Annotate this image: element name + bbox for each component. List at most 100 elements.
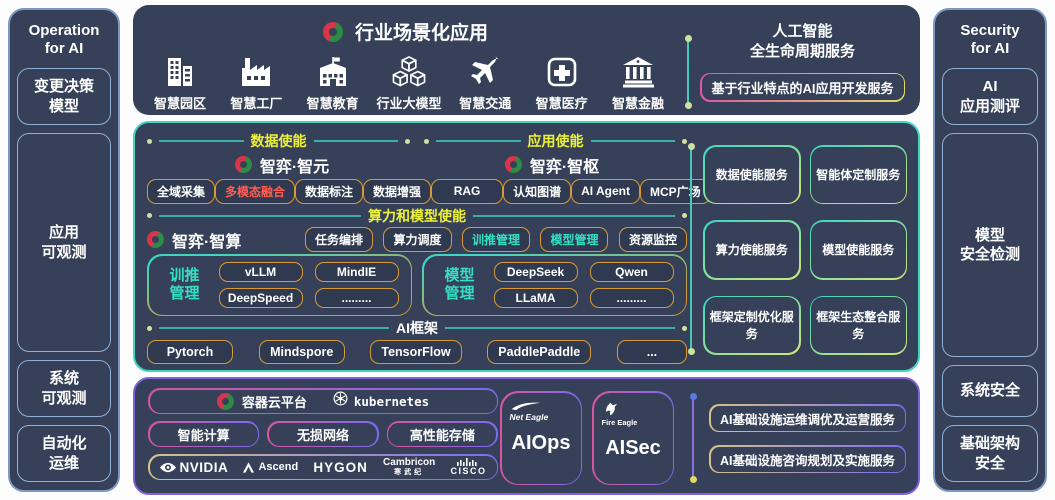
model-mgmt-items: DeepSeek Qwen LLaMA ......... <box>493 262 674 309</box>
svc-label: 框架定制优化服务 <box>709 310 794 342</box>
compute-row: 智弈·智算 任务编排 算力调度 训推管理 模型管理 资源监控 <box>147 227 687 253</box>
security-sidebar-title: Security for AI <box>960 22 1020 57</box>
tag-model-mgmt: 模型管理 <box>540 227 609 253</box>
item-mindie: MindIE <box>314 262 399 283</box>
net-eagle-logo: Net Eagle <box>510 402 548 422</box>
app-smart-education: 智慧教育 <box>296 55 370 112</box>
sidebar-item-system-observability: 系统 可观测 <box>17 360 111 417</box>
app-smart-campus: 智慧园区 <box>143 55 217 112</box>
item-more: ......... <box>589 288 674 309</box>
ai-framework-label: AI框架 <box>396 320 438 337</box>
tag-compute-scheduling: 算力调度 <box>383 227 452 253</box>
svc-framework-optimization: 框架定制优化服务 <box>703 295 801 355</box>
app-enablement-label: 应用使能 <box>527 133 584 149</box>
cubes-icon <box>390 55 428 88</box>
bank-icon <box>621 55 655 88</box>
buildings-icon <box>163 55 197 88</box>
item-deepseek: DeepSeek <box>493 262 578 283</box>
heading-line <box>159 214 361 217</box>
tag-resource-monitoring: 资源监控 <box>618 227 687 253</box>
capability-tags-row: 全域采集 多模态融合 数据标注 数据增强 RAG 认知图谱 AI Agent M… <box>147 178 711 204</box>
industry-applications-title: 行业场景化应用 <box>354 23 488 44</box>
nvidia-eye-icon <box>159 462 176 472</box>
svc-label: 智能体定制服务 <box>816 168 901 183</box>
app-smart-healthcare: 智慧医疗 <box>525 55 599 112</box>
tag-train-infer-mgmt: 训推管理 <box>461 227 530 253</box>
sidebar-item-system-security: 系统安全 <box>942 365 1038 417</box>
app-industry-llm: 行业大模型 <box>372 55 446 112</box>
train-infer-box: 训推 管理 vLLM MindIE DeepSpeed ......... <box>147 254 412 317</box>
data-enablement-label: 数据使能 <box>250 133 307 149</box>
line-dot <box>405 138 410 144</box>
app-label: 智慧教育 <box>306 96 359 111</box>
net-eagle-swoosh-icon <box>511 402 540 410</box>
brand-swirl-icon <box>147 231 164 249</box>
train-infer-items: vLLM MindIE DeepSpeed ......... <box>218 262 399 309</box>
infrastructure-services: AI基础设施运维调优及运营服务 AI基础设施咨询规划及实施服务 <box>709 404 906 473</box>
kubernetes-label: kubernetes <box>353 393 430 409</box>
sidebar-item-infrastructure-security: 基础架构 安全 <box>942 425 1038 482</box>
fw-pytorch: Pytorch <box>147 339 233 364</box>
cisco-bars-icon <box>457 458 478 466</box>
factory-icon <box>239 55 273 88</box>
airplane-icon <box>468 55 502 88</box>
item-llama: LLaMA <box>493 288 578 309</box>
compute-model-heading: 算力和模型使能 <box>147 206 687 226</box>
app-label: 智慧工厂 <box>230 96 283 111</box>
hygon-logo: HYGON <box>313 459 368 475</box>
fw-tensorflow: TensorFlow <box>370 339 462 364</box>
item-vllm: vLLM <box>218 262 303 283</box>
frameworks-row: Pytorch Mindspore TensorFlow PaddlePaddl… <box>147 339 687 364</box>
sidebar-item-model-security-testing: 模型 安全检测 <box>942 133 1038 357</box>
svc-data-enablement: 数据使能服务 <box>703 145 801 205</box>
tag-mcp-market: MCP广场 <box>639 178 711 204</box>
ai-framework-heading: AI框架 <box>147 318 687 338</box>
fire-eagle-logo: Fire Eagle <box>602 402 637 427</box>
ai-lifecycle-services: 人工智能 全生命周期服务 基于行业特点的AI应用开发服务 <box>700 22 905 102</box>
enablement-headings: 数据使能 应用使能 <box>147 131 687 151</box>
brand-swirl-icon <box>216 392 234 410</box>
infrastructure-panel: 容器云平台 kubernetes 智能计算 无损网络 高性能存储 <box>133 377 920 495</box>
app-label: 行业大模型 <box>376 96 442 111</box>
svc-label: 框架生态整合服务 <box>816 310 901 342</box>
aiops-box: Net Eagle AIOps <box>500 391 582 485</box>
enablement-main: 数据使能 应用使能 智弈·智元 <box>147 131 711 364</box>
industry-apps-row: 智慧园区 智慧工厂 智慧教育 行业大模型 <box>143 55 675 112</box>
cambricon-logo: Cambricon 寒武纪 <box>383 457 436 477</box>
industry-applications-panel: 行业场景化应用 智慧园区 智慧工厂 智慧教育 <box>133 5 920 115</box>
tag-ai-agent: AI Agent <box>571 178 640 204</box>
infra-ops-service-label: AI基础设施运维调优及运营服务 <box>719 412 895 427</box>
line-dot <box>147 213 152 219</box>
fw-more: ... <box>616 339 687 364</box>
item-more: ......... <box>314 288 399 309</box>
brand-row: 智弈·智元 智弈·智枢 <box>147 153 687 177</box>
tag-full-domain-collection: 全域采集 <box>147 178 216 204</box>
app-label: 智慧医疗 <box>535 96 588 111</box>
operation-sidebar-title: Operation for AI <box>28 22 100 57</box>
heading-line <box>473 214 675 217</box>
ai-app-dev-service-pill: 基于行业特点的AI应用开发服务 <box>700 72 905 102</box>
vendor-logos: NVIDIA Ascend HYGON Cambricon 寒武纪 <box>150 458 497 476</box>
smart-compute-pill: 智能计算 <box>148 421 260 447</box>
line-dot <box>424 138 429 144</box>
bottom-section-divider <box>689 393 697 483</box>
train-infer-box-label: 训推 管理 <box>169 267 200 303</box>
industry-applications-header: 行业场景化应用 <box>133 18 678 45</box>
school-icon <box>316 55 350 88</box>
brand-zhishu-label: 智弈·智枢 <box>529 158 600 176</box>
heading-line <box>445 327 675 330</box>
tag-data-labeling: 数据标注 <box>295 178 364 204</box>
app-smart-factory: 智慧工厂 <box>219 55 293 112</box>
aisec-label: AISec <box>605 436 661 459</box>
mid-section-divider <box>687 143 695 355</box>
medical-cross-icon <box>545 55 579 88</box>
sidebar-item-app-observability: 应用 可观测 <box>17 133 111 352</box>
svc-compute-enablement: 算力使能服务 <box>703 220 801 280</box>
data-enablement-heading: 数据使能 <box>147 131 410 151</box>
item-qwen: Qwen <box>589 262 674 283</box>
fw-mindspore: Mindspore <box>258 339 345 364</box>
hp-storage-pill: 高性能存储 <box>386 421 498 447</box>
heading-line <box>159 140 244 142</box>
brand-swirl-icon <box>504 156 522 174</box>
svc-label: 算力使能服务 <box>715 243 788 258</box>
